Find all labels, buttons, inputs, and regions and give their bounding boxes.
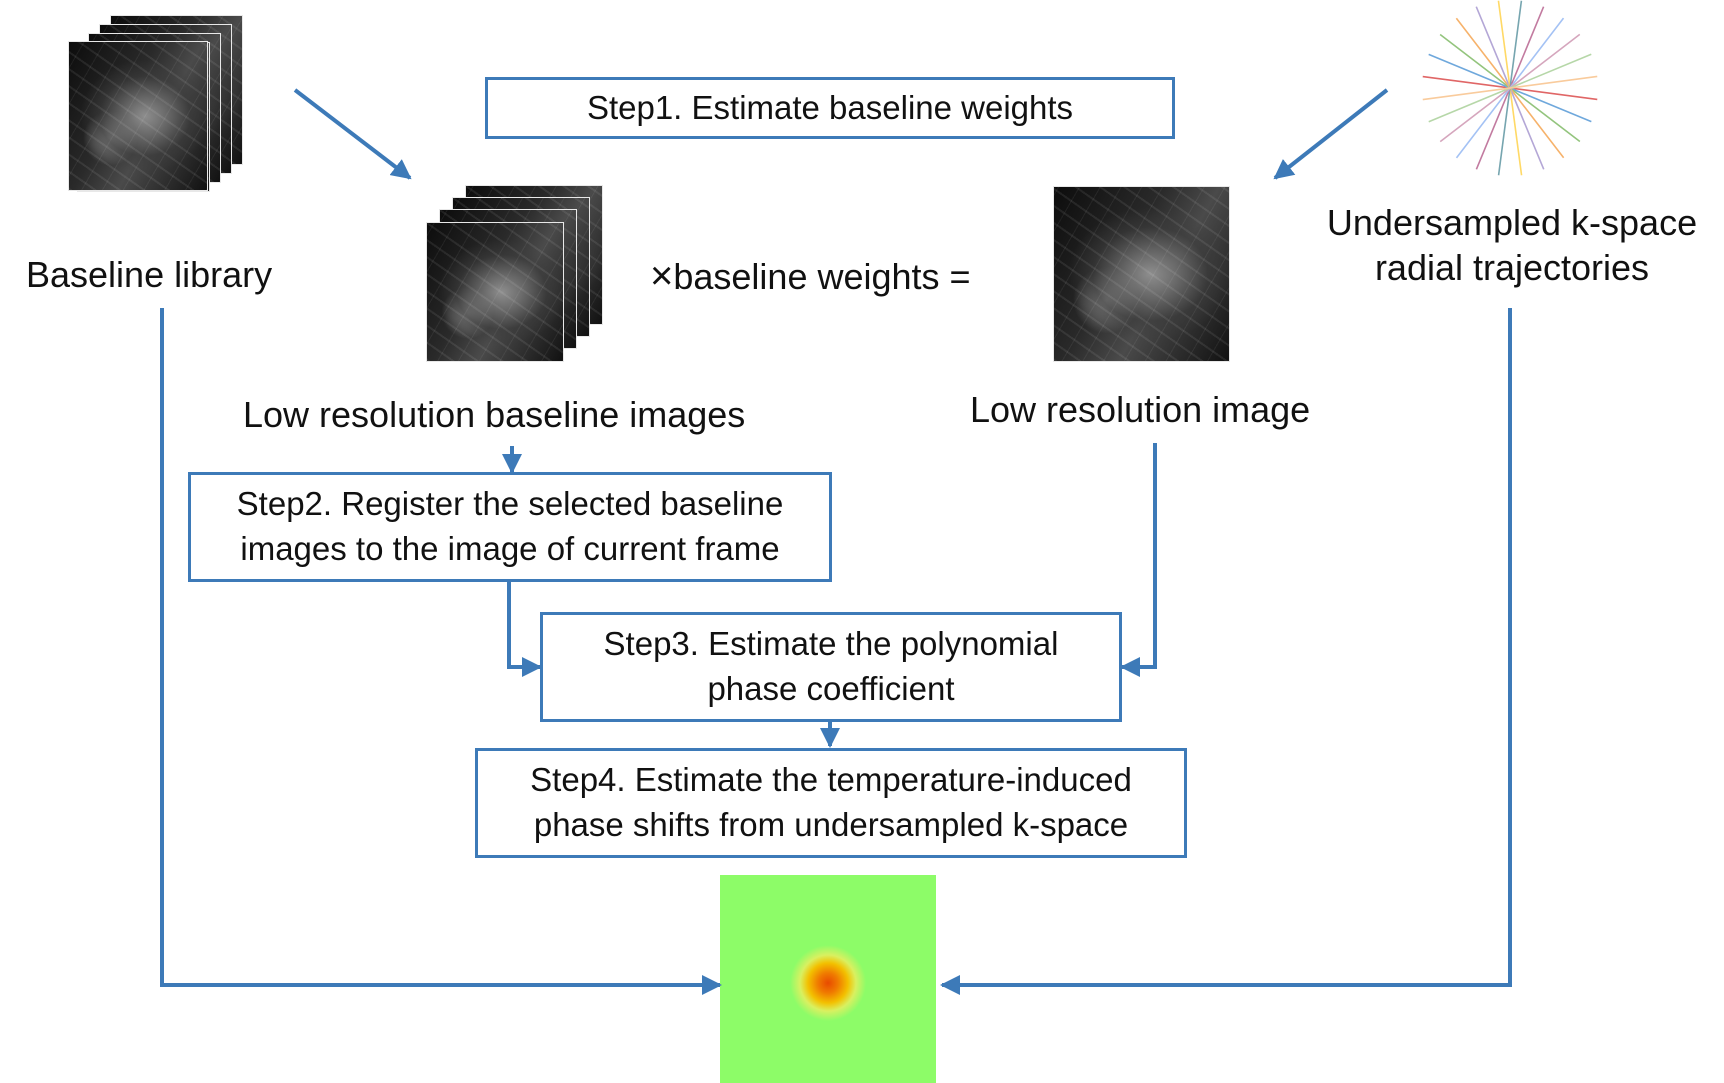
multiply-symbol: × [650,254,674,298]
step2-box: Step2. Register the selected baseline im… [188,472,832,582]
arrow-radial-to-lowres-image [1273,88,1389,180]
low-resolution-image [1053,186,1230,362]
weights-expression: ×baseline weights = [650,251,971,301]
low-resolution-image-label: Low resolution image [970,389,1311,430]
step3-line1: Step3. Estimate the polynomial [603,625,1059,663]
undersampled-kspace-label: Undersampled k-space radial trajectories [1312,200,1712,290]
arrow-library-to-map [160,308,722,995]
arrow-step2-to-step3 [507,580,542,677]
step4-line1: Step4. Estimate the temperature-induced [530,761,1132,799]
undersampled-kspace-line1: Undersampled k-space [1326,202,1698,243]
step2-line2: images to the image of current frame [240,530,780,567]
step3-line2: phase coefficient [707,670,955,707]
arrow-radial-to-map [940,308,1512,995]
undersampled-kspace-line2: radial trajectories [1374,247,1650,288]
step3-box: Step3. Estimate the polynomial phase coe… [540,612,1122,722]
step4-box: Step4. Estimate the temperature-induced … [475,748,1187,858]
step4-line2: phase shifts from undersampled k-space [533,806,1129,843]
step1-text: Step1. Estimate baseline weights [586,88,1074,126]
baseline-library-label: Baseline library [26,254,273,295]
arrow-library-to-lowres [293,88,412,180]
weights-expression-text: baseline weights = [673,256,971,297]
radial-spoke [1422,75,1598,101]
temperature-map [720,875,936,1083]
step1-box: Step1. Estimate baseline weights [485,77,1175,139]
arrow-lowres-image-to-step3 [1120,443,1157,677]
radial-trajectories-graphic [1422,0,1598,176]
low-resolution-baseline-label: Low resolution baseline images [243,394,746,435]
step2-line1: Step2. Register the selected baseline [236,485,784,523]
